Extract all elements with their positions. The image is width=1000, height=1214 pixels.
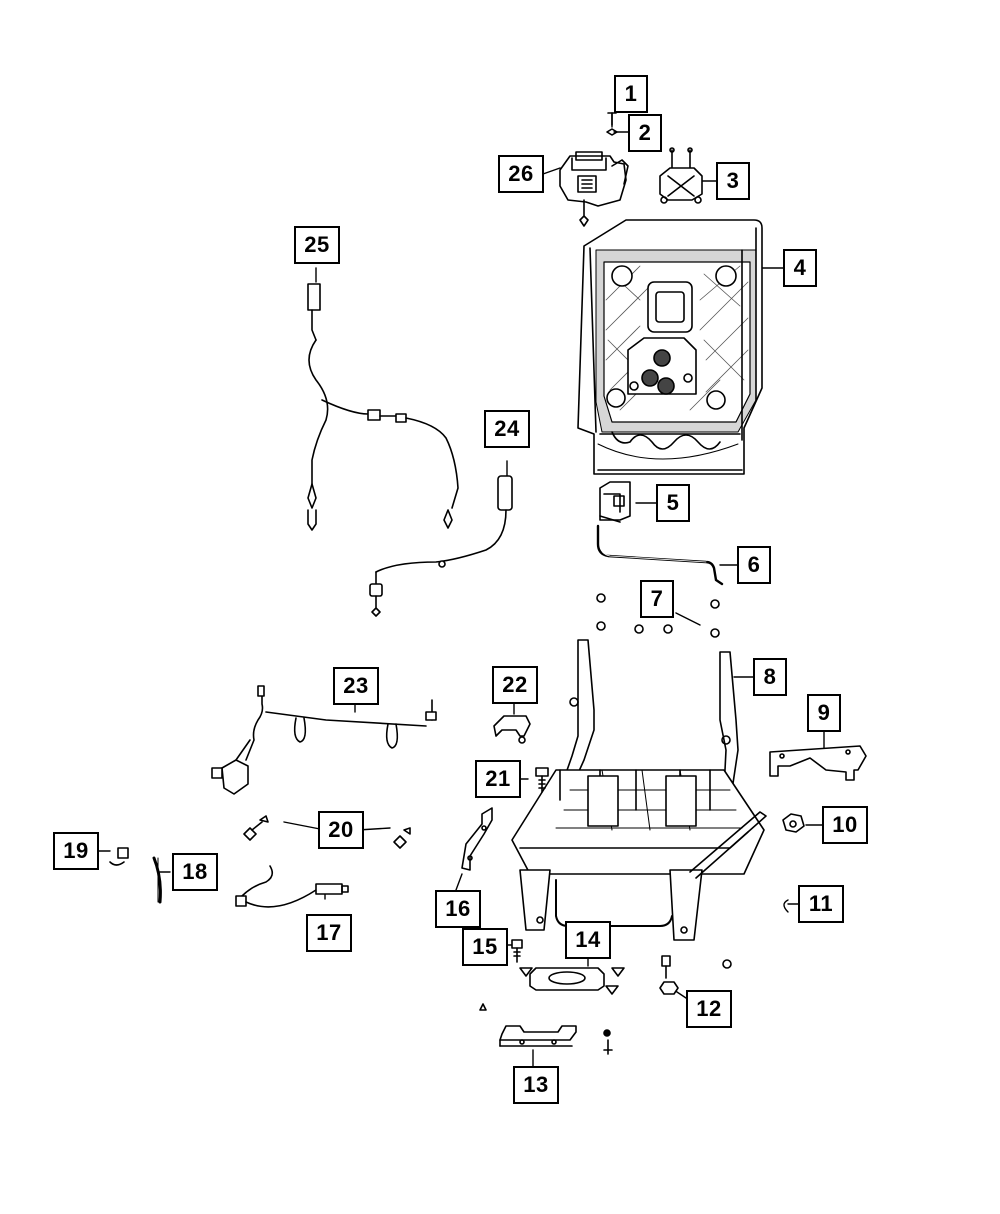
callout-11: 11 — [798, 885, 844, 923]
lower-bracket-part — [479, 1003, 613, 1055]
callout-19: 19 — [53, 832, 99, 870]
callout-16: 16 — [435, 890, 481, 928]
callout-5: 5 — [656, 484, 690, 522]
base-plate-part — [519, 967, 625, 995]
callout-26: 26 — [498, 155, 544, 193]
nut-set-part — [596, 593, 720, 638]
leader-lines — [97, 112, 825, 1069]
callout-8: 8 — [753, 658, 787, 696]
wire-clips-part — [243, 815, 411, 849]
callout-7: 7 — [640, 580, 674, 618]
callout-25: 25 — [294, 226, 340, 264]
callout-6: 6 — [737, 546, 771, 584]
nut-bolt-part — [659, 955, 732, 995]
callout-1: 1 — [614, 75, 648, 113]
rod-part — [596, 524, 724, 586]
harness-23-part — [211, 685, 437, 795]
callout-3: 3 — [716, 162, 750, 200]
callout-9: 9 — [807, 694, 841, 732]
bracket-part — [659, 147, 703, 204]
screw-part — [606, 112, 618, 136]
callout-17: 17 — [306, 914, 352, 952]
hex-nut-part — [782, 813, 805, 833]
connector-19-part — [109, 847, 129, 866]
side-bracket-part — [461, 807, 493, 871]
callout-10: 10 — [822, 806, 868, 844]
seatback-frame-part — [577, 219, 763, 475]
callout-21: 21 — [475, 760, 521, 798]
callout-15: 15 — [462, 928, 508, 966]
bolt-21-part — [535, 767, 549, 793]
tape-roll-part — [152, 856, 162, 904]
callout-24: 24 — [484, 410, 530, 448]
c-clip-part — [783, 899, 789, 913]
callout-22: 22 — [492, 666, 538, 704]
clip-bracket-part — [599, 481, 631, 523]
harness-24-part — [369, 475, 513, 617]
callout-20: 20 — [318, 811, 364, 849]
callout-23: 23 — [333, 667, 379, 705]
callout-18: 18 — [172, 853, 218, 891]
callout-14: 14 — [565, 921, 611, 959]
callout-12: 12 — [686, 990, 732, 1028]
cushion-frame-part — [511, 639, 767, 941]
callout-2: 2 — [628, 114, 662, 152]
harness-25-part — [307, 283, 459, 531]
bracket-22-part — [493, 715, 531, 744]
bolt-part — [511, 939, 523, 963]
callout-13: 13 — [513, 1066, 559, 1104]
support-bar-part — [769, 745, 867, 781]
callout-4: 4 — [783, 249, 817, 287]
harness-17-part — [235, 865, 349, 908]
seat-module-part — [559, 151, 629, 227]
